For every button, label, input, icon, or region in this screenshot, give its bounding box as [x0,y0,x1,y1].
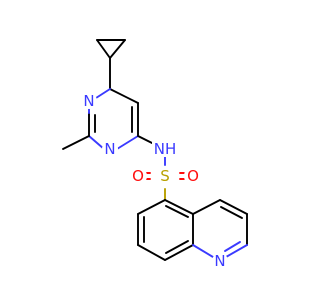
bond [88,135,105,150]
atom-label: S [160,167,170,185]
bond [96,39,111,59]
structure-canvas: N N NH S O O N [62,39,248,270]
bond [220,206,243,219]
atom-n-pyrimidine-lower: N [102,140,118,158]
bond [165,205,189,218]
bond [219,199,248,215]
bond [137,199,166,215]
bond [116,135,139,150]
atom-labels: N N NH S O O N [81,92,228,270]
bond [62,135,90,150]
bond [192,244,214,258]
atom-n-quinoline: N [212,252,228,270]
atom-label: N [214,252,225,270]
bond [192,199,221,215]
atom-label: O [187,167,199,185]
atom-n-pyrimidine-upper: N [81,92,97,110]
atom-label: NH [154,140,177,158]
bond [137,244,166,261]
atom-sulfur: S [156,167,174,185]
bond [137,135,153,144]
bond [164,244,194,261]
bond [109,39,126,59]
bonds [62,39,248,261]
atom-oxygen-right: O [184,167,202,185]
bond [225,244,248,258]
atom-nh: NH [152,140,178,158]
bond [109,88,139,104]
bond [224,241,241,252]
bond [95,88,111,99]
bond [164,199,194,215]
atom-label: N [83,92,94,110]
atom-label: O [132,167,144,185]
bond [165,240,189,254]
atom-oxygen-left: O [129,167,147,185]
atom-label: N [104,140,115,158]
